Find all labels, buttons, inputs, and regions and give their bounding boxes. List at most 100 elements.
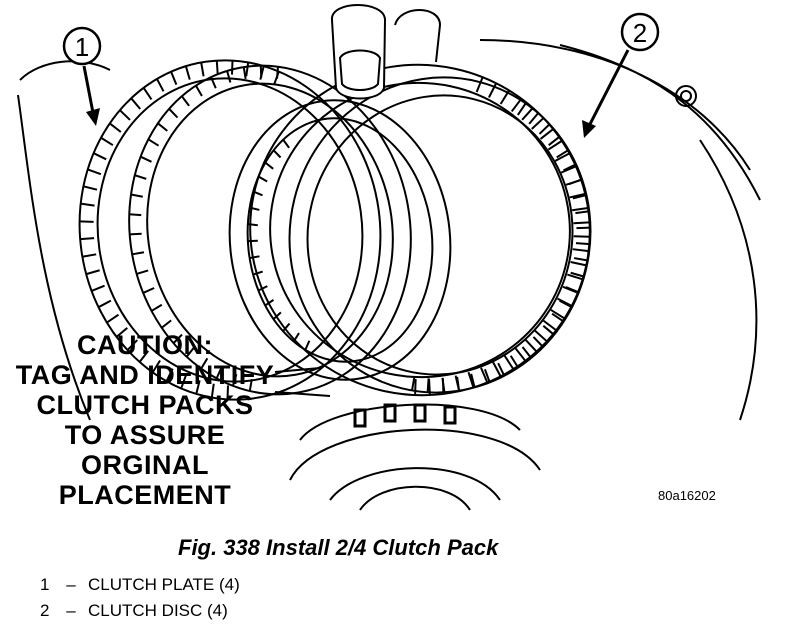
tooth-mark bbox=[492, 361, 502, 377]
clutch-pack-illustration: 1 2 bbox=[17, 4, 761, 511]
tooth-mark bbox=[157, 122, 168, 132]
tooth-mark bbox=[215, 60, 219, 75]
legend-item: 2–CLUTCH DISC (4) bbox=[40, 598, 240, 624]
caution-line: CAUTION: bbox=[77, 330, 213, 360]
tooth-mark bbox=[130, 97, 141, 110]
tooth-mark bbox=[548, 135, 561, 146]
tooth-mark bbox=[115, 327, 128, 338]
tooth-mark bbox=[247, 223, 258, 227]
callout-1-arrow bbox=[82, 65, 96, 119]
tooth-mark bbox=[151, 303, 163, 312]
tooth-mark bbox=[542, 319, 557, 332]
tooth-mark bbox=[497, 362, 506, 377]
tooth-mark bbox=[528, 112, 539, 125]
tooth-mark bbox=[85, 269, 100, 276]
tooth-mark bbox=[200, 357, 209, 370]
tooth-mark bbox=[575, 242, 591, 246]
tooth-mark bbox=[575, 210, 590, 215]
tooth-mark bbox=[565, 286, 580, 294]
tooth-mark bbox=[91, 284, 105, 292]
tooth-mark bbox=[524, 339, 538, 353]
tooth-mark bbox=[572, 194, 587, 200]
tooth-mark bbox=[551, 312, 565, 323]
tooth-mark bbox=[151, 359, 161, 373]
tooth-mark bbox=[181, 95, 190, 107]
tooth-mark bbox=[83, 185, 98, 191]
tooth-mark bbox=[184, 65, 191, 80]
clutch-disc-2 bbox=[288, 76, 592, 394]
tooth-mark bbox=[140, 155, 152, 163]
tooth-mark bbox=[210, 76, 217, 89]
tooth-mark bbox=[249, 206, 260, 211]
tooth-mark bbox=[509, 355, 519, 369]
tooth-mark bbox=[210, 383, 215, 398]
tooth-mark bbox=[170, 71, 178, 86]
callout-2: 2 bbox=[582, 12, 660, 138]
tooth-mark bbox=[475, 76, 484, 93]
tooth-mark bbox=[252, 270, 263, 276]
legend-label: CLUTCH PLATE (4) bbox=[88, 575, 240, 594]
tooth-mark bbox=[134, 174, 147, 180]
tooth-mark bbox=[559, 299, 573, 309]
figure-caption: Fig. 338 Install 2/4 Clutch Pack bbox=[178, 535, 499, 560]
tooth-mark bbox=[554, 152, 570, 162]
tooth-mark bbox=[126, 339, 138, 351]
tooth-mark bbox=[82, 253, 97, 258]
tooth-mark bbox=[93, 152, 107, 161]
tooth-mark bbox=[467, 371, 475, 388]
tooth-mark bbox=[282, 322, 291, 332]
tooth-mark bbox=[304, 340, 311, 351]
tooth-mark bbox=[272, 311, 282, 320]
tooth-mark bbox=[119, 109, 131, 121]
tooth-mark bbox=[573, 235, 590, 238]
legend-label: CLUTCH DISC (4) bbox=[88, 601, 228, 620]
tooth-mark bbox=[264, 161, 274, 170]
caution-line: TAG AND IDENTIFY bbox=[15, 360, 275, 390]
tooth-mark bbox=[245, 62, 250, 77]
caution-leader-line bbox=[274, 367, 331, 397]
clutch-plate-inner bbox=[228, 99, 452, 381]
tooth-mark bbox=[538, 123, 551, 135]
tooth-mark bbox=[547, 140, 563, 151]
tooth-mark bbox=[532, 336, 544, 348]
tooth-mark bbox=[573, 257, 589, 262]
tooth-mark bbox=[195, 85, 203, 97]
tooth-mark bbox=[411, 376, 416, 391]
tooth-mark bbox=[215, 366, 223, 379]
callout-1: 1 bbox=[62, 26, 102, 126]
tooth-mark bbox=[100, 136, 114, 147]
tooth-mark bbox=[142, 287, 155, 294]
callout-1-number: 1 bbox=[75, 32, 89, 62]
housing-outline-right bbox=[479, 39, 761, 421]
tooth-mark bbox=[195, 380, 201, 395]
caution-line: PLACEMENT bbox=[58, 480, 232, 510]
tooth-mark bbox=[142, 87, 153, 101]
tooth-mark bbox=[470, 373, 476, 388]
tooth-mark bbox=[560, 165, 577, 174]
tooth-mark bbox=[200, 62, 205, 77]
tooth-mark bbox=[488, 82, 498, 98]
image-code: 80a16202 bbox=[658, 488, 716, 503]
tooth-mark bbox=[503, 355, 515, 370]
tooth-mark bbox=[156, 78, 165, 92]
legend-dash: – bbox=[66, 601, 76, 620]
tooth-mark bbox=[231, 374, 238, 387]
tooth-mark bbox=[147, 138, 160, 147]
tooth-mark bbox=[572, 248, 589, 253]
tooth-mark bbox=[168, 108, 179, 119]
tooth-mark bbox=[414, 379, 417, 396]
tooth-mark bbox=[252, 190, 263, 197]
tooth-mark bbox=[570, 271, 585, 278]
tooth-mark bbox=[161, 319, 172, 329]
tooth-mark bbox=[550, 309, 566, 320]
tooth-mark bbox=[257, 285, 268, 292]
tooth-mark bbox=[282, 139, 290, 149]
tooth-mark bbox=[514, 347, 527, 362]
tooth-mark bbox=[80, 202, 95, 207]
bolt-hole-inner bbox=[680, 90, 692, 102]
tooth-mark bbox=[542, 325, 555, 336]
tooth-mark bbox=[534, 329, 548, 343]
tooth-mark bbox=[499, 89, 510, 105]
tooth-mark bbox=[480, 367, 489, 383]
caution-note: CAUTION: TAG AND IDENTIFY CLUTCH PACKS T… bbox=[10, 330, 280, 510]
